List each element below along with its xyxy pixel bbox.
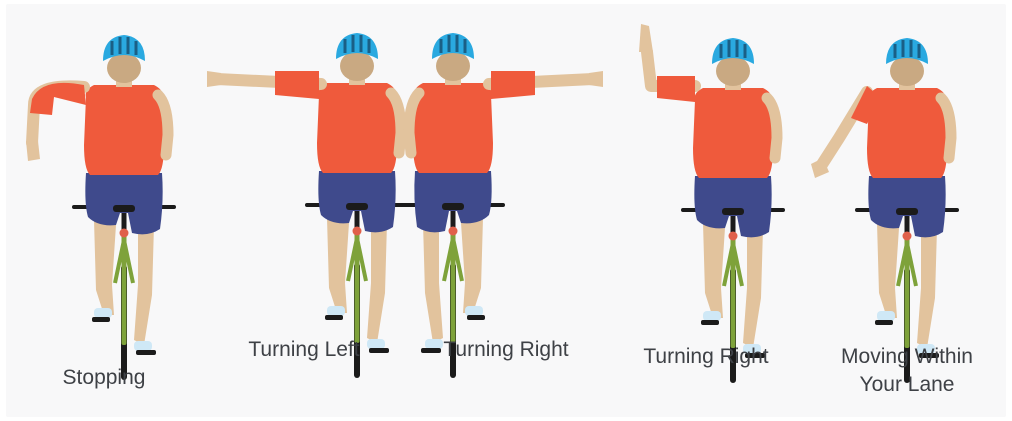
rider-turning-right-bent: [639, 24, 785, 383]
caption-line: Turning Right: [443, 338, 568, 361]
rider-turning-right-straight: [401, 33, 603, 378]
caption-turning-right-bent: Turning Right: [628, 343, 784, 371]
caption-line: Moving Within: [824, 343, 990, 371]
rider-turning-left: [207, 33, 409, 378]
rider-stopping: [26, 35, 176, 380]
caption-line: Stopping: [63, 366, 146, 389]
caption-stopping: Stopping: [44, 364, 164, 392]
caption-line: Your Lane: [824, 371, 990, 399]
caption-line: Turning Left: [248, 338, 359, 361]
caption-moving-within-lane: Moving Within Your Lane: [824, 343, 990, 399]
caption-line: Turning Right: [643, 345, 768, 368]
caption-turning-left: Turning Left: [236, 336, 372, 364]
caption-turning-right-straight: Turning Right: [428, 336, 584, 364]
rider-moving-within-lane: [811, 38, 959, 383]
